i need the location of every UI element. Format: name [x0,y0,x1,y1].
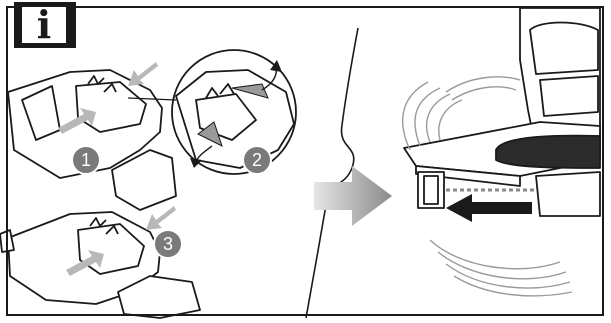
info-badge: i [14,2,76,48]
information-icon: i [22,7,66,43]
info-letter: i [22,4,66,46]
figure-frame [6,6,604,316]
